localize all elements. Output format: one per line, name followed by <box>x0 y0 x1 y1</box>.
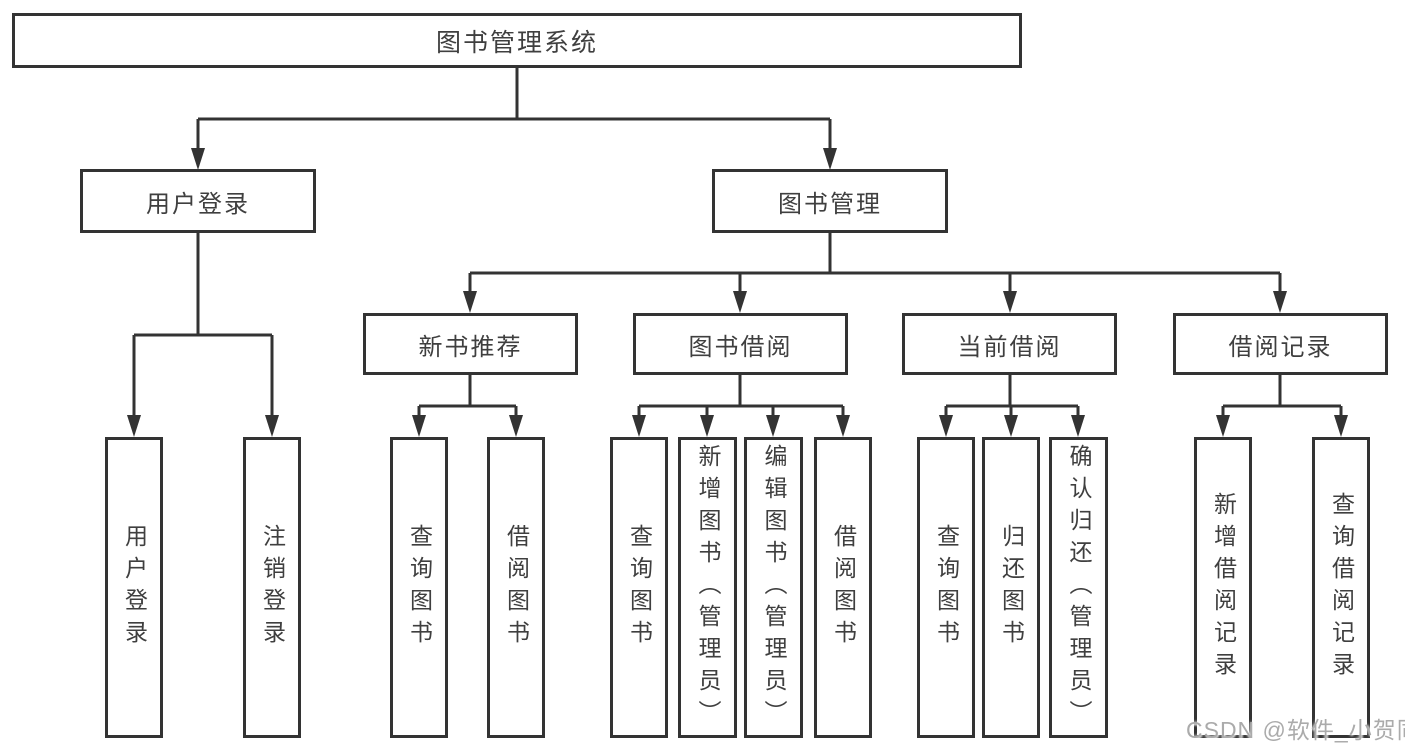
node-user-login: 用户登录 <box>80 169 316 233</box>
node-current-borrowing-label: 当前借阅 <box>957 333 1062 361</box>
node-book-management-label: 图书管理 <box>778 190 882 218</box>
node-book-borrowing: 图书借阅 <box>633 313 848 375</box>
leaf-query-books-current: 查询图书 <box>917 437 975 738</box>
node-book-borrowing-label: 图书借阅 <box>688 333 793 361</box>
leaf-user-login: 用户登录 <box>105 437 163 738</box>
leaf-query-borrow-record: 查询借阅记录 <box>1312 437 1370 738</box>
node-borrowing-records-label: 借阅记录 <box>1228 333 1333 361</box>
arrowheads <box>127 148 1348 437</box>
leaf-add-book-admin: 新增图书（管理员） <box>678 437 737 738</box>
node-new-book-recommend: 新书推荐 <box>363 313 578 375</box>
node-book-management: 图书管理 <box>712 169 948 233</box>
node-borrowing-records: 借阅记录 <box>1173 313 1388 375</box>
leaf-borrow-books-recommend: 借阅图书 <box>487 437 545 738</box>
leaf-logout-login: 注销登录 <box>243 437 301 738</box>
leaf-query-books-borrowing: 查询图书 <box>610 437 668 738</box>
node-new-book-recommend-label: 新书推荐 <box>418 333 523 361</box>
node-current-borrowing: 当前借阅 <box>902 313 1117 375</box>
leaf-confirm-return-admin: 确认归还（管理员） <box>1049 437 1108 738</box>
leaf-query-books-recommend: 查询图书 <box>390 437 448 738</box>
csdn-watermark: CSDN @软件_小贺同学 <box>1186 717 1405 743</box>
leaf-add-borrow-record: 新增借阅记录 <box>1194 437 1252 738</box>
node-user-login-label: 用户登录 <box>146 190 250 218</box>
leaf-return-books: 归还图书 <box>982 437 1040 738</box>
node-root-label: 图书管理系统 <box>435 28 598 57</box>
node-root: 图书管理系统 <box>12 13 1022 68</box>
leaf-edit-book-admin: 编辑图书（管理员） <box>744 437 803 738</box>
leaf-borrow-books-borrowing: 借阅图书 <box>814 437 872 738</box>
